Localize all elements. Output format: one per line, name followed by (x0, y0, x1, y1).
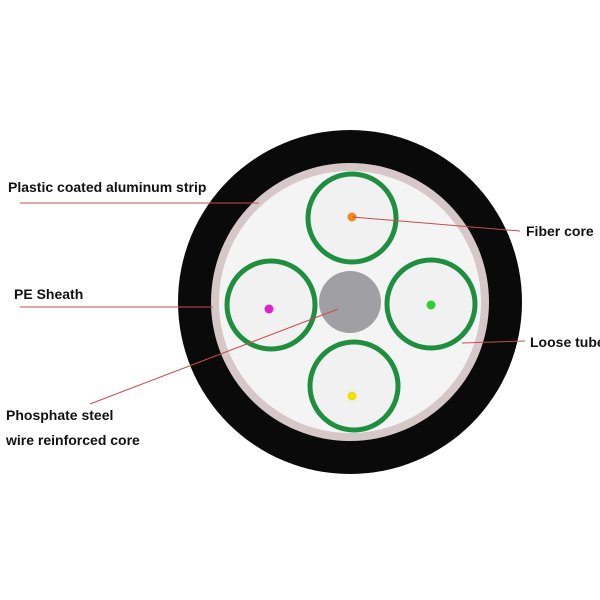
loose-tube-bottom (307, 339, 401, 433)
label-steel-core-line1: Phosphate steel (6, 407, 113, 423)
leader-line-steel-core (89, 308, 339, 405)
fiber-core-green (426, 300, 436, 310)
leader-line-loose-tube (461, 340, 526, 344)
label-fiber-core: Fiber core (526, 223, 594, 239)
fiber-core-magenta (264, 304, 274, 314)
steel-reinforced-core (319, 271, 381, 333)
label-steel-core-line2: wire reinforced core (5, 432, 140, 448)
label-pe-sheath: PE Sheath (14, 286, 83, 302)
label-aluminum-strip: Plastic coated aluminum strip (8, 179, 206, 195)
fiber-core-yellow (347, 391, 357, 401)
leader-line-fiber-core (351, 216, 521, 232)
label-loose-tube: Loose tube (530, 334, 600, 350)
